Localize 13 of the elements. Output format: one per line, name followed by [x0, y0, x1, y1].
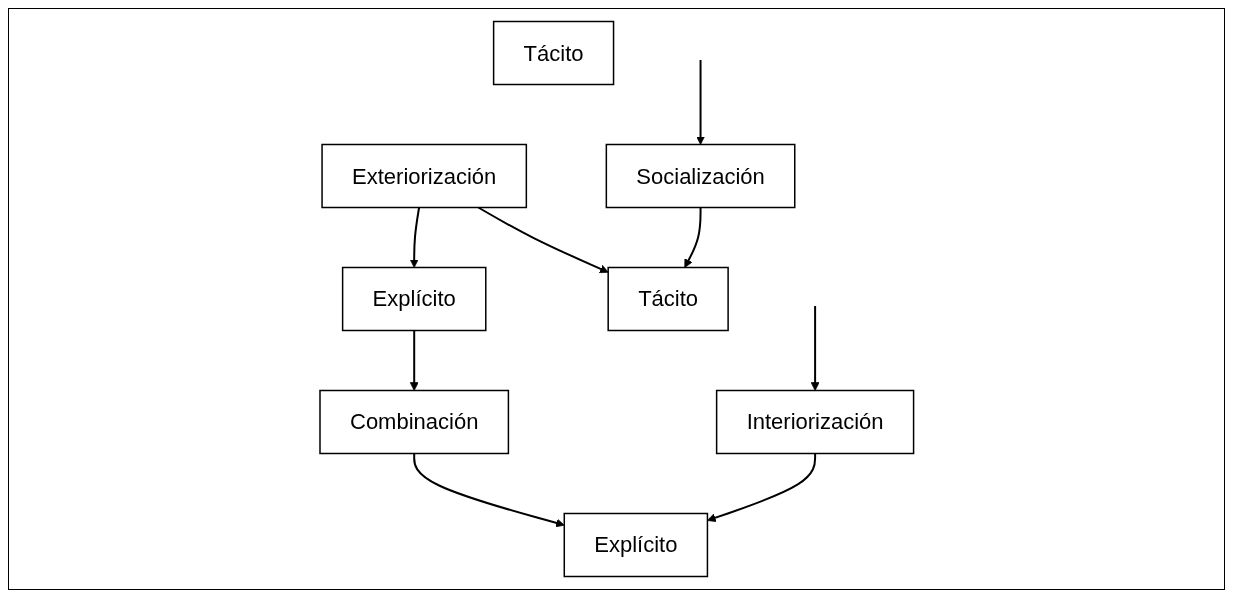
arrow — [409, 329, 419, 391]
node-box: Tácito — [607, 266, 729, 332]
arrow — [810, 305, 820, 391]
node-box: Explícito — [563, 512, 708, 578]
node-box: Socialización — [605, 143, 796, 209]
arrow — [409, 206, 420, 268]
node-box: Tácito — [492, 20, 614, 86]
arrow — [695, 59, 705, 145]
node-box: Explícito — [341, 266, 487, 332]
node-box: Interiorización — [715, 389, 915, 455]
arrow — [684, 206, 702, 268]
node-box: Exteriorización — [321, 143, 527, 209]
node-box: Combinación — [318, 389, 509, 455]
